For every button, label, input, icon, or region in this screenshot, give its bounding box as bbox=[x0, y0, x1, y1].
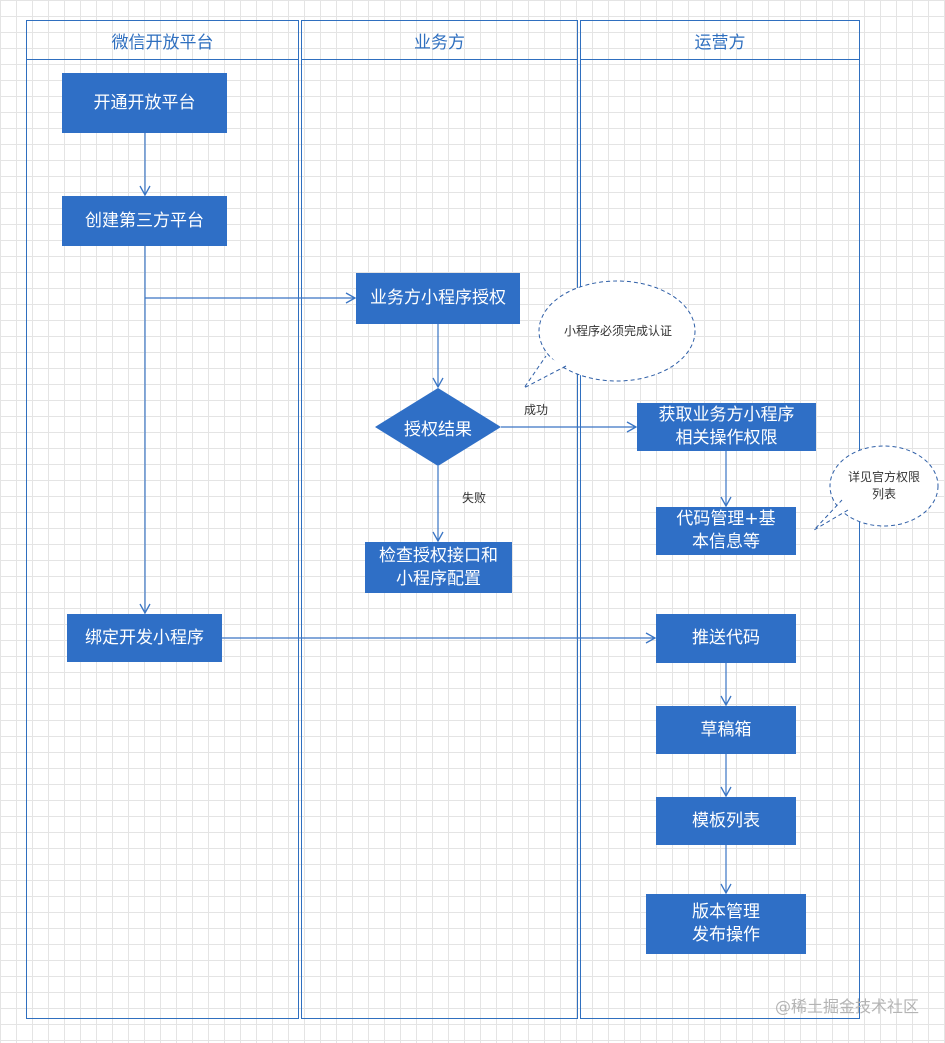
callout-see-official-tail bbox=[813, 499, 849, 531]
node-label: 代码管理+基 本信息等 bbox=[676, 509, 776, 552]
lane-business: 业务方 bbox=[301, 20, 578, 1019]
node-label: 推送代码 bbox=[692, 628, 760, 648]
node-label: 草稿箱 bbox=[700, 719, 752, 740]
callout-must-verify-text: 小程序必须完成认证 bbox=[563, 323, 672, 338]
callout-must-verify-tail bbox=[523, 355, 567, 389]
callout-see-official-text: 详见官方权限 列表 bbox=[847, 470, 920, 501]
node-business-auth: 业务方小程序授权 bbox=[356, 273, 520, 324]
node-bind-miniapp: 绑定开发小程序 bbox=[67, 614, 222, 662]
node-label: 获取业务方小程序 相关操作权限 bbox=[658, 405, 795, 448]
edge-label-failure: 失败 bbox=[462, 491, 487, 505]
callout-must-verify-bubble bbox=[538, 280, 696, 382]
auth-result-diamond bbox=[375, 388, 501, 466]
edge-label-success: 成功 bbox=[524, 403, 549, 417]
node-check-auth: 检查授权接口和 小程序配置 bbox=[365, 542, 512, 593]
node-push-code: 推送代码 bbox=[656, 614, 796, 663]
watermark: @稀土掘金技术社区 bbox=[774, 997, 919, 1016]
node-label: 检查授权接口和 小程序配置 bbox=[379, 545, 498, 589]
callout-see-official-bubble bbox=[829, 445, 939, 527]
node-create-third-party: 创建第三方平台 bbox=[62, 196, 227, 246]
node-open-platform: 开通开放平台 bbox=[62, 73, 227, 133]
node-label: 版本管理 发布操作 bbox=[692, 902, 760, 945]
node-label: 业务方小程序授权 bbox=[370, 288, 506, 308]
node-auth-result-label: 授权结果 bbox=[404, 419, 472, 440]
lane-title: 微信开放平台 bbox=[27, 21, 298, 60]
node-drafts: 草稿箱 bbox=[656, 706, 796, 754]
lane-title: 运营方 bbox=[581, 21, 859, 60]
node-template-list: 模板列表 bbox=[656, 797, 796, 845]
lane-title: 业务方 bbox=[302, 21, 577, 60]
node-label: 创建第三方平台 bbox=[85, 210, 204, 231]
node-version-mgmt: 版本管理 发布操作 bbox=[646, 894, 806, 954]
node-label: 开通开放平台 bbox=[93, 92, 196, 113]
node-label: 绑定开发小程序 bbox=[85, 627, 204, 648]
node-code-mgmt: 代码管理+基 本信息等 bbox=[656, 507, 796, 555]
node-get-permissions: 获取业务方小程序 相关操作权限 bbox=[637, 403, 816, 451]
lane-wechat-open-platform: 微信开放平台 bbox=[26, 20, 299, 1019]
node-label: 模板列表 bbox=[692, 810, 760, 831]
